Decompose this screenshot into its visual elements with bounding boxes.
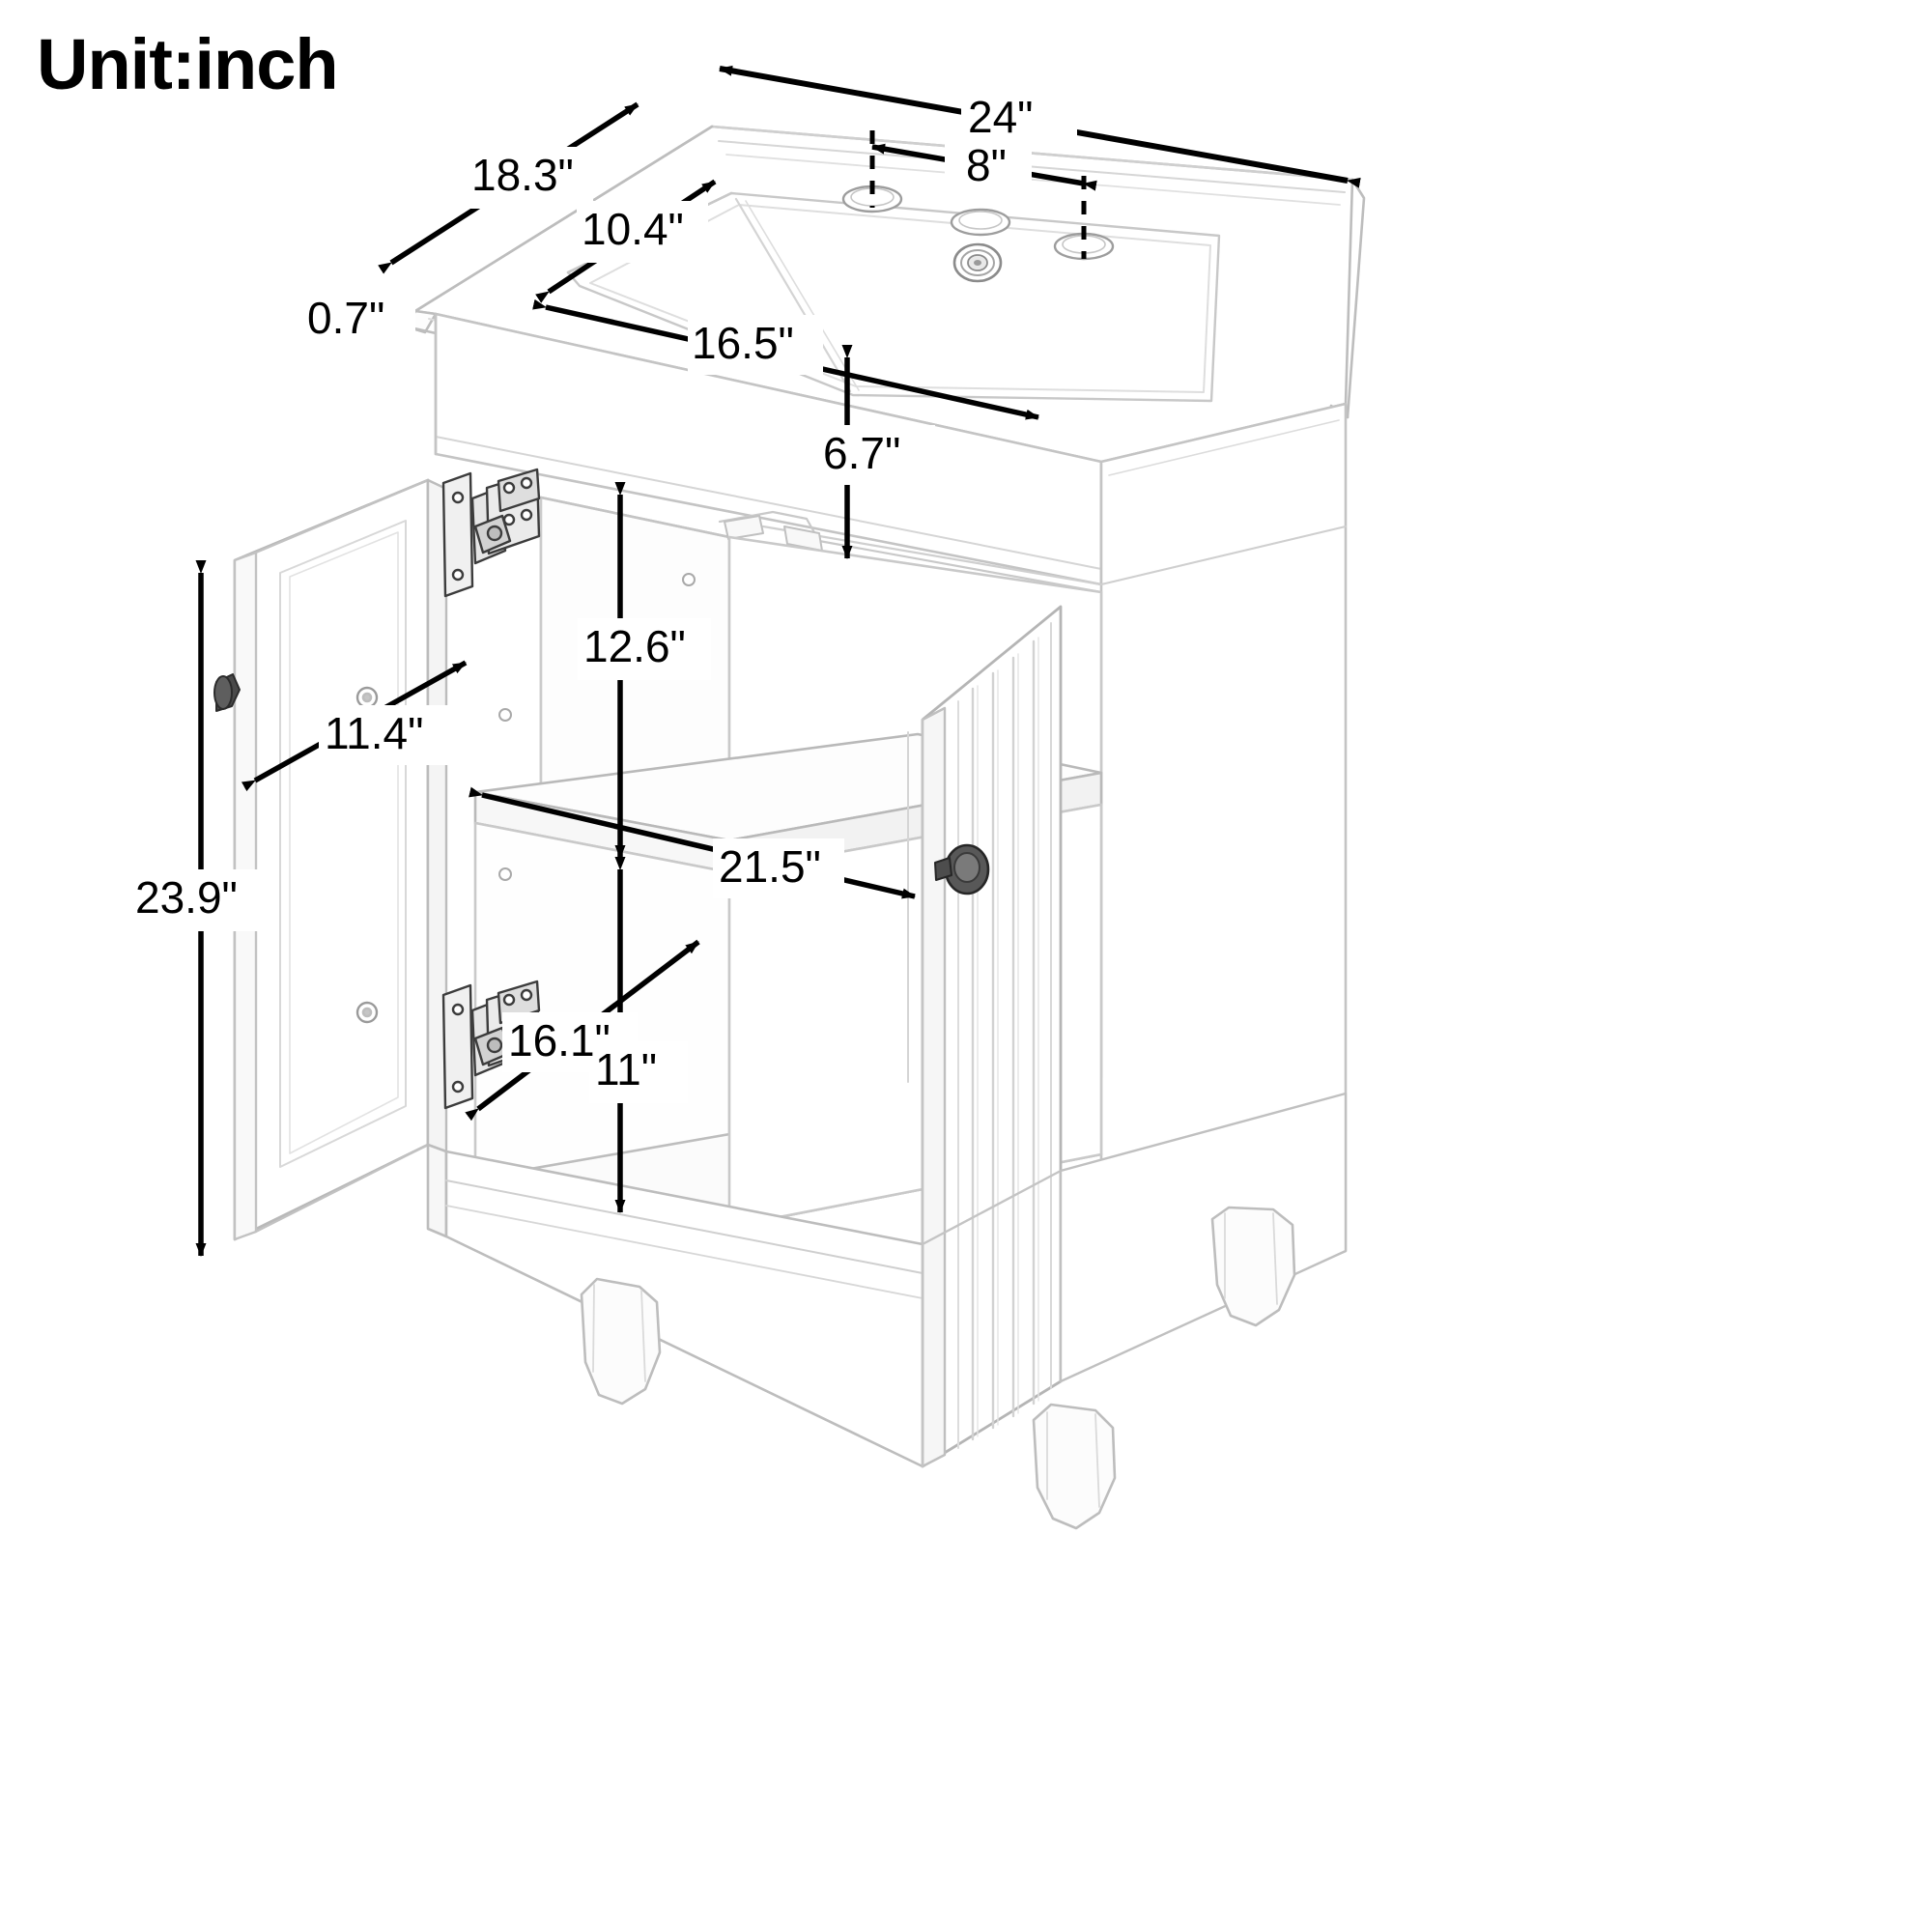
door-knob-right — [934, 843, 990, 895]
dimension-label-lower-compartment: 11" — [595, 1044, 658, 1094]
right-door — [921, 605, 1063, 1468]
dimension-label-overall-depth: 18.3" — [471, 150, 574, 200]
bun-foot-front-right — [1210, 1206, 1296, 1327]
label-knockouts — [131, 89, 1077, 1103]
dimension-label-shelf-width: 21.5" — [719, 841, 821, 892]
dimension-label-countertop-thickness: 0.7" — [307, 293, 385, 343]
bun-foot-front-left — [580, 1277, 662, 1406]
dimension-label-faucet-spacing: 8" — [966, 140, 1007, 190]
bun-foot-back-right — [1032, 1403, 1117, 1530]
dimension-label-basin-depth: 10.4" — [582, 204, 684, 254]
dimension-label-apron-height: 6.7" — [823, 428, 901, 478]
dimension-label-overall-width: 24" — [968, 92, 1034, 142]
dimension-label-upper-compartment: 12.6" — [583, 621, 686, 671]
base-plinth — [426, 1092, 1348, 1468]
dimension-label-interior-depth: 16.1" — [508, 1015, 611, 1065]
left-door — [233, 478, 448, 1241]
overflow-drain — [952, 242, 1003, 283]
page-title: Unit:inch — [37, 24, 339, 104]
dimension-label-door-width: 11.4" — [325, 708, 424, 758]
dimension-label-basin-width: 16.5" — [692, 318, 794, 368]
door-knob-left — [213, 673, 241, 712]
dimension-label-overall-height: 23.9" — [135, 872, 238, 923]
hinge-upper — [441, 468, 541, 598]
